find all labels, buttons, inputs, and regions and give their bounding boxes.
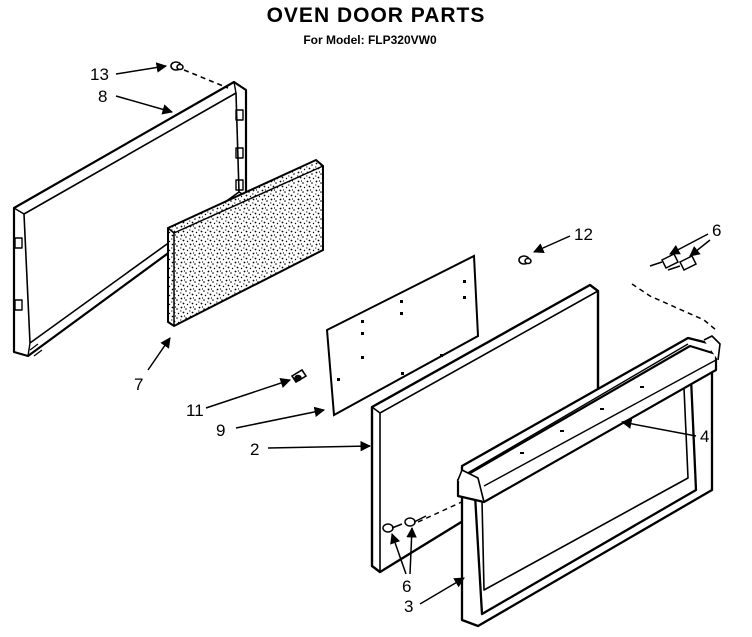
callout-12: 12 xyxy=(574,225,593,244)
part-11-clip xyxy=(290,368,308,384)
part-4-door-handle xyxy=(456,335,721,504)
callout-6-bottom: 6 xyxy=(402,577,411,596)
part-7-insulation xyxy=(167,158,324,328)
leader-12 xyxy=(533,235,571,253)
callout-6-top: 6 xyxy=(712,221,721,240)
leader-13 xyxy=(115,62,168,75)
leader-4 xyxy=(620,418,697,437)
leader-lines xyxy=(115,62,711,605)
leader-6-bottom-a xyxy=(390,533,407,575)
leader-7 xyxy=(147,337,171,371)
callout-2: 2 xyxy=(250,440,259,459)
callout-4: 4 xyxy=(700,427,709,446)
callout-3: 3 xyxy=(404,597,413,616)
model-subtitle: For Model: FLP320VW0 xyxy=(303,33,437,47)
leader-2 xyxy=(267,440,372,452)
callout-13: 13 xyxy=(90,65,109,84)
leader-6-bottom-b xyxy=(406,526,417,575)
part-12-screw xyxy=(518,255,532,265)
callout-11: 11 xyxy=(186,401,204,420)
leader-6-top-b xyxy=(689,239,711,257)
part-13-screw xyxy=(170,61,229,89)
part-6-screws-bottom xyxy=(382,499,467,533)
leader-8 xyxy=(115,95,174,115)
callout-9: 9 xyxy=(216,421,225,440)
leader-3 xyxy=(419,577,465,605)
part-9-inner-panel xyxy=(325,254,480,417)
leader-11 xyxy=(205,378,291,409)
part-6-screws-top xyxy=(631,252,717,331)
callout-7: 7 xyxy=(134,375,143,394)
leader-6-top-a xyxy=(669,233,709,255)
page-title: OVEN DOOR PARTS xyxy=(266,4,486,27)
callout-8: 8 xyxy=(98,87,107,106)
leader-9 xyxy=(235,406,326,429)
